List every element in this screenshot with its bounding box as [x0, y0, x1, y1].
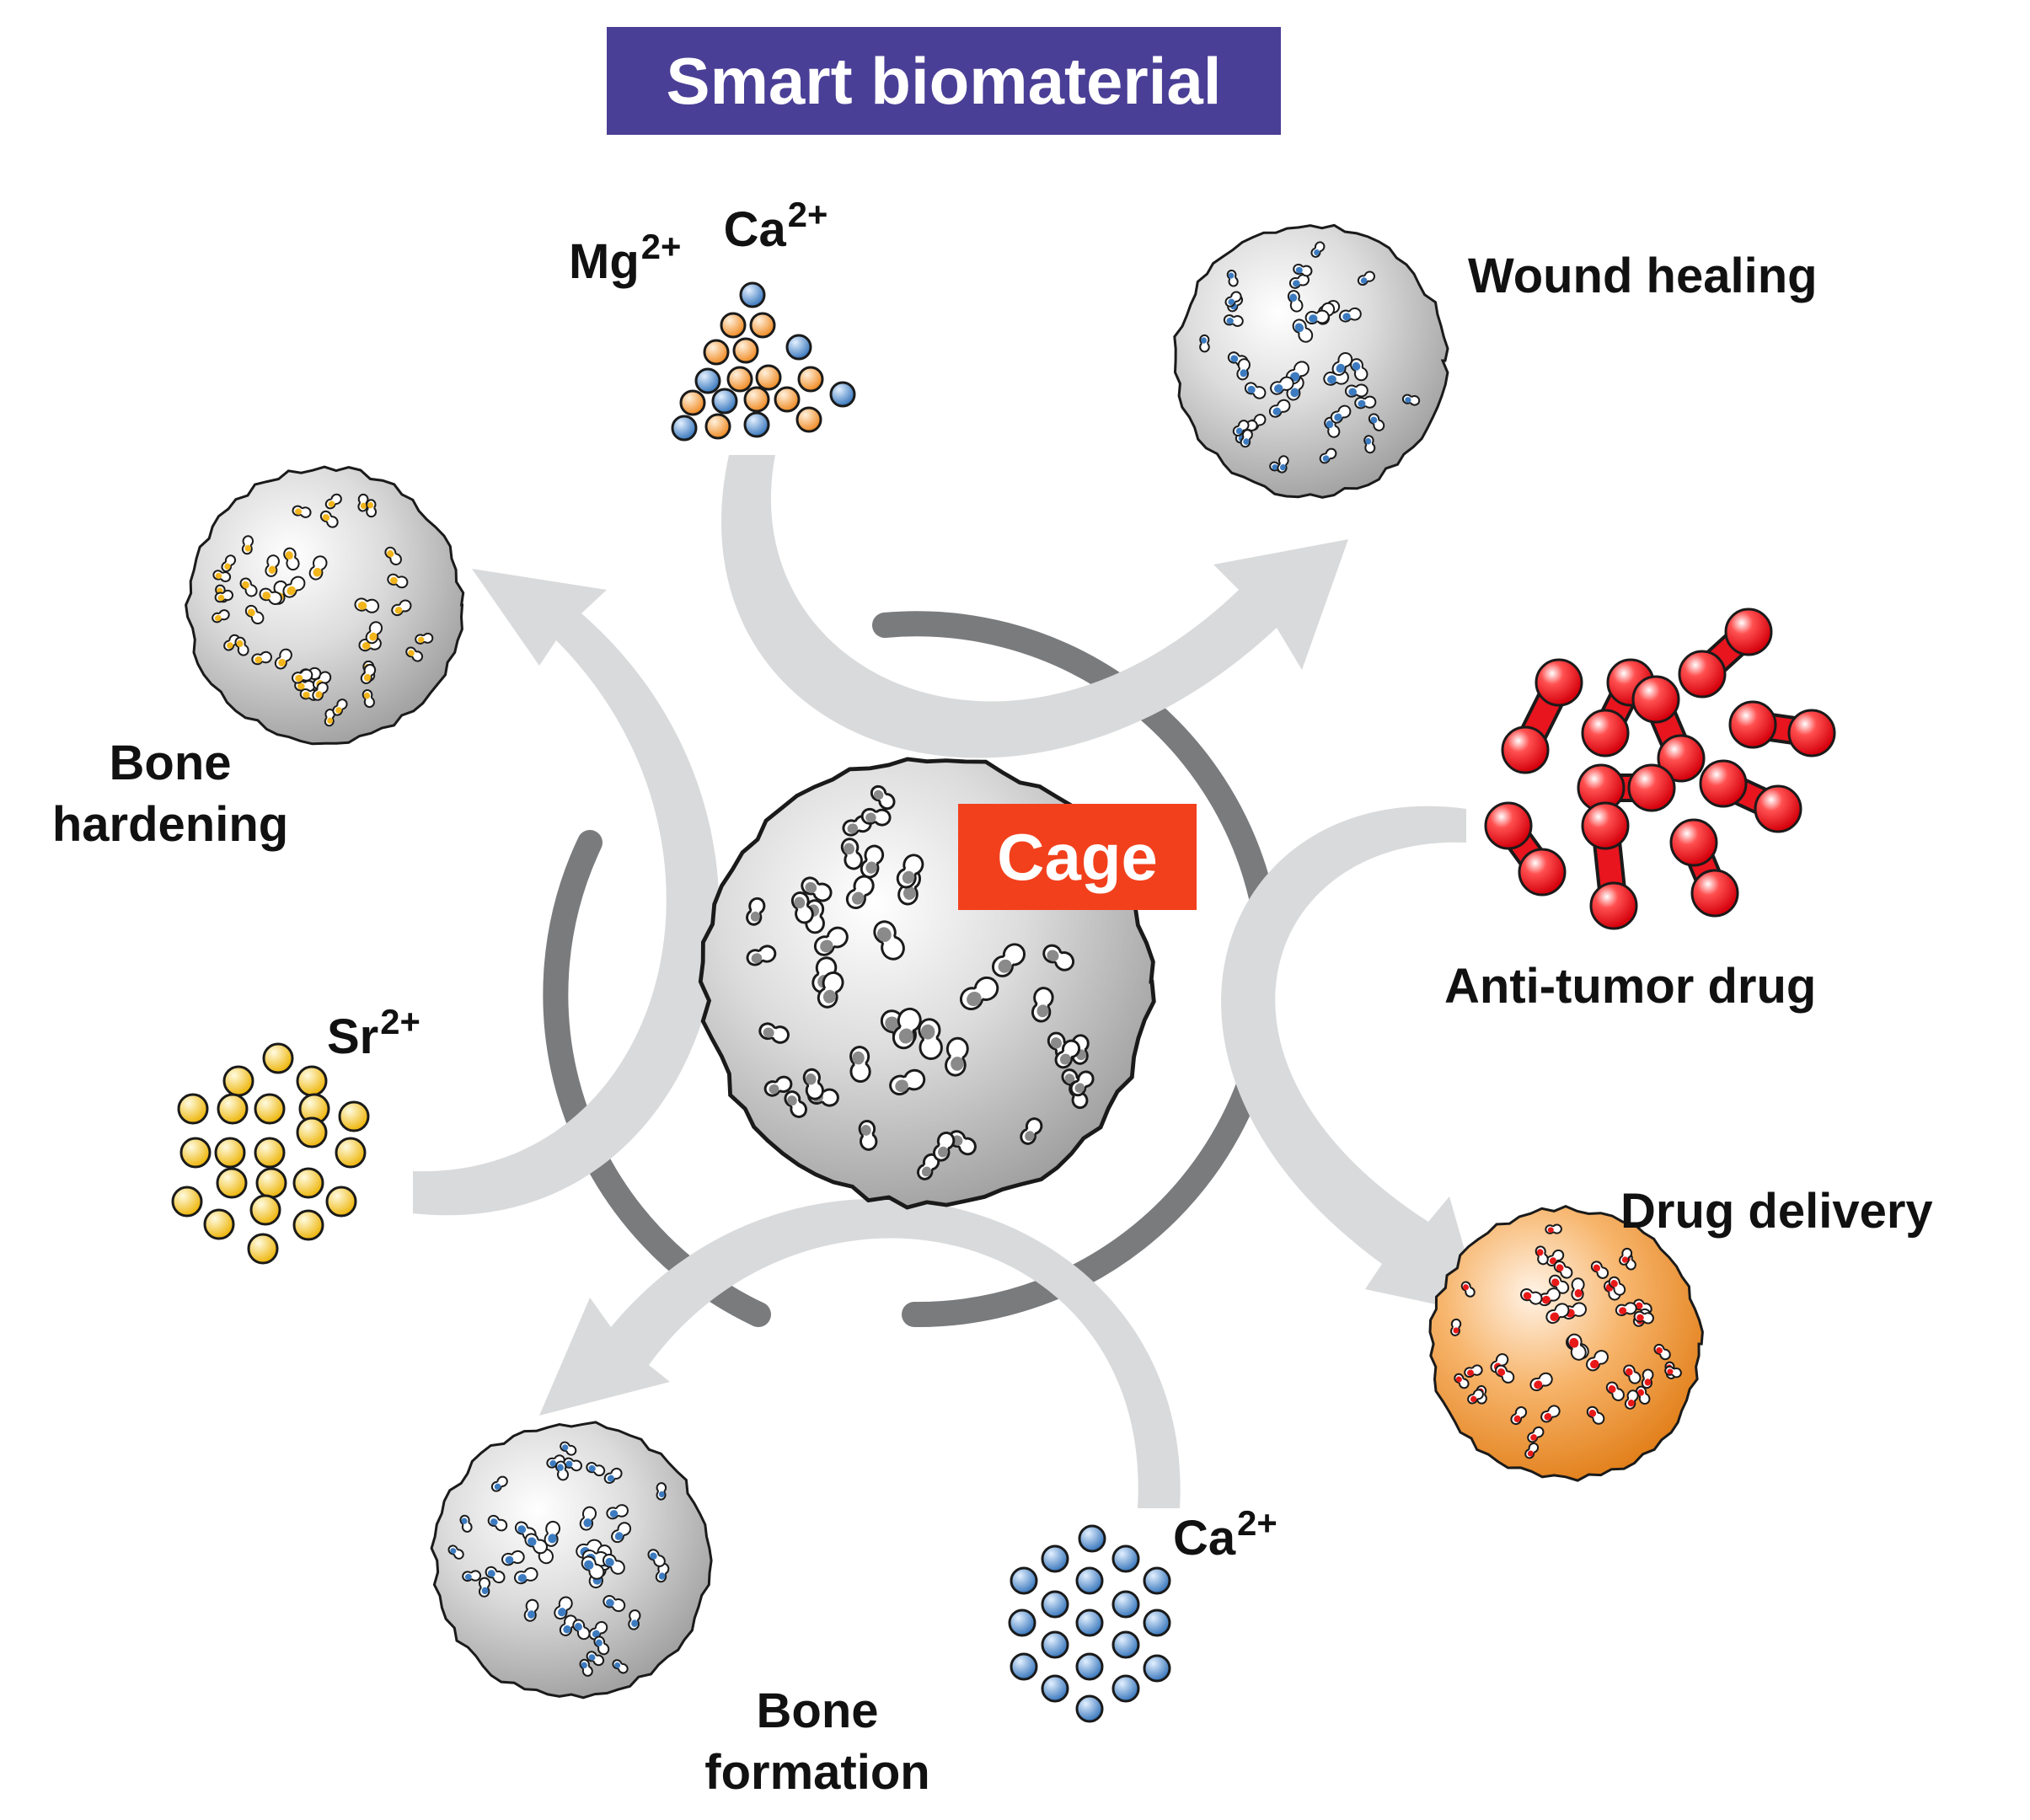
- drug-molecule: [1501, 658, 1583, 774]
- drug-delivery-sphere-icon: [1428, 1204, 1704, 1482]
- mg-ca-ion-label: Mg2+ Ca2+: [569, 195, 828, 289]
- drug-molecule: [1577, 763, 1676, 812]
- bone-formation-label: Bone formation: [704, 1684, 930, 1800]
- sr-ions-icon: [171, 1042, 370, 1265]
- bone-hardening-label: Bone hardening: [51, 736, 289, 852]
- wound-healing-label: Wound healing: [1468, 249, 1818, 303]
- bone-formation-sphere-icon: [430, 1421, 713, 1700]
- wound-healing-sphere-icon: [1173, 223, 1449, 499]
- pores: [447, 1441, 670, 1677]
- arrow-drug-to-drug-delivery: [1221, 806, 1483, 1314]
- sr-ion-label: Sr2+: [327, 1002, 420, 1064]
- drug-molecule: [1678, 608, 1773, 699]
- drug-molecule: [1699, 759, 1802, 833]
- drug-molecule: [1728, 700, 1836, 757]
- cage-label-box: Cage: [958, 804, 1197, 910]
- drug-delivery-label: Drug delivery: [1620, 1184, 1933, 1239]
- process-arrows: [413, 455, 1483, 1508]
- anti-tumor-drug-molecules-icon: [1484, 608, 1836, 930]
- drug-molecule: [1484, 801, 1567, 897]
- drug-molecule: [1669, 818, 1739, 918]
- cage-label: Cage: [997, 819, 1158, 894]
- pores: [1450, 1223, 1682, 1459]
- arrow-ca-to-bone-formation: [539, 1198, 1181, 1508]
- pores: [212, 493, 434, 727]
- title-banner: Smart biomaterial: [607, 27, 1281, 135]
- arrow-sr-to-bone-hardening: [413, 569, 720, 1216]
- pores: [1199, 241, 1421, 474]
- drug-molecule: [1631, 675, 1706, 783]
- mg-ca-ions-icon: [671, 281, 856, 442]
- drug-molecule: [1581, 801, 1638, 930]
- anti-tumor-drug-label: Anti-tumor drug: [1444, 959, 1817, 1014]
- bone-hardening-sphere-icon: [185, 465, 465, 746]
- title-text: Smart biomaterial: [666, 43, 1222, 118]
- ca-ion-label: Ca2+: [1173, 1503, 1277, 1566]
- ca-ions-icon: [1008, 1524, 1171, 1723]
- arrow-mgca-to-wound-healing: [721, 455, 1348, 758]
- pores: [746, 784, 1095, 1180]
